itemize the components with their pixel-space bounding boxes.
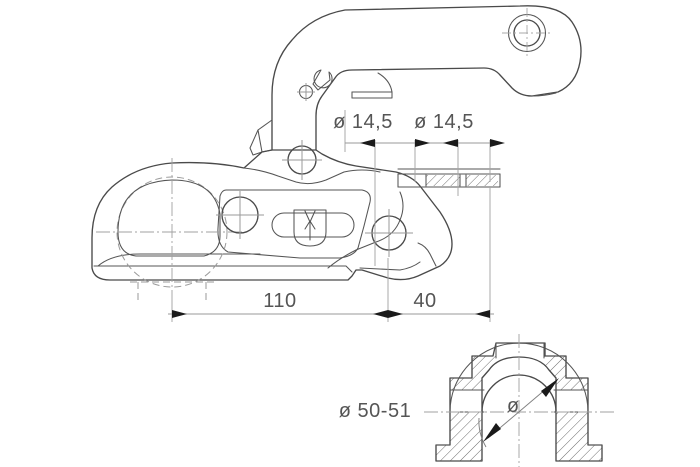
- body-top-shoulder: [243, 167, 381, 185]
- lever-handle-group: [249, 5, 582, 156]
- clamp-gap-right: [554, 390, 588, 412]
- clamp-diameter-arrow-upper: [541, 378, 559, 397]
- flange-hatch-left: [426, 175, 460, 186]
- mount-flange-group: [397, 168, 501, 188]
- dim-arrow-1: [360, 139, 375, 147]
- secondary-hole-icon: [216, 191, 264, 239]
- body-base-lip-inner: [97, 253, 261, 267]
- clamp-hatch-fill: [436, 343, 602, 461]
- dim-label-bolt-hole-1: ø 14,5: [333, 111, 393, 133]
- keyhole-icon: [312, 69, 333, 91]
- body-nose-contour: [327, 191, 404, 269]
- clamp-section-group: ø ø 50-51: [339, 334, 614, 467]
- dim-label-bolt-hole-2: ø 14,5: [414, 111, 474, 133]
- body-tip-edge: [417, 242, 437, 267]
- body-base-lip: [93, 265, 353, 273]
- dim-arrow-110-right: [373, 310, 388, 318]
- dim-arrow-40-right: [475, 310, 490, 318]
- dim-label-length-110: 110: [263, 290, 296, 312]
- dim-label-length-40: 40: [413, 290, 436, 312]
- clamp-bore-arc: [481, 374, 557, 413]
- body-inner-panel: [217, 189, 371, 259]
- coupling-body-outline: [91, 149, 453, 281]
- dim-arrow-3: [443, 139, 458, 147]
- dim-arrow-40-left: [388, 310, 403, 318]
- clamp-diameter-extension: [478, 417, 487, 448]
- lever-lower-facet: [249, 119, 273, 156]
- clamp-gap-left: [450, 390, 484, 412]
- lever-screw-crosshair-icon: [297, 83, 315, 101]
- front-bolt-hole-icon: [365, 209, 413, 257]
- lever-handle-outline: [271, 5, 582, 151]
- dim-arrow-110-left: [172, 310, 187, 318]
- dim-arrow-4: [490, 139, 505, 147]
- top-dimension-group: ø 14,5 ø 14,5: [333, 110, 505, 266]
- lever-facet-edge: [257, 129, 263, 153]
- bottom-dimension-group: 110 40: [168, 186, 494, 322]
- flange-hatch-right: [466, 175, 498, 186]
- handle-tip-edge: [532, 92, 557, 97]
- coupling-body-group: [91, 140, 501, 300]
- clamp-diameter-symbol: ø: [507, 395, 519, 417]
- dim-label-socket-diameter: ø 50-51: [339, 400, 411, 422]
- body-nose-lower: [359, 261, 421, 271]
- latch-tab: [351, 72, 393, 99]
- dim-arrow-2: [415, 139, 430, 147]
- rear-bolt-hole-icon: [502, 8, 552, 58]
- pivot-bolt-hole-icon: [282, 140, 322, 180]
- ball-stem-hidden: [130, 281, 214, 300]
- lock-cylinder-icon: [271, 209, 355, 247]
- clamp-diameter-arrow-lower: [483, 423, 501, 442]
